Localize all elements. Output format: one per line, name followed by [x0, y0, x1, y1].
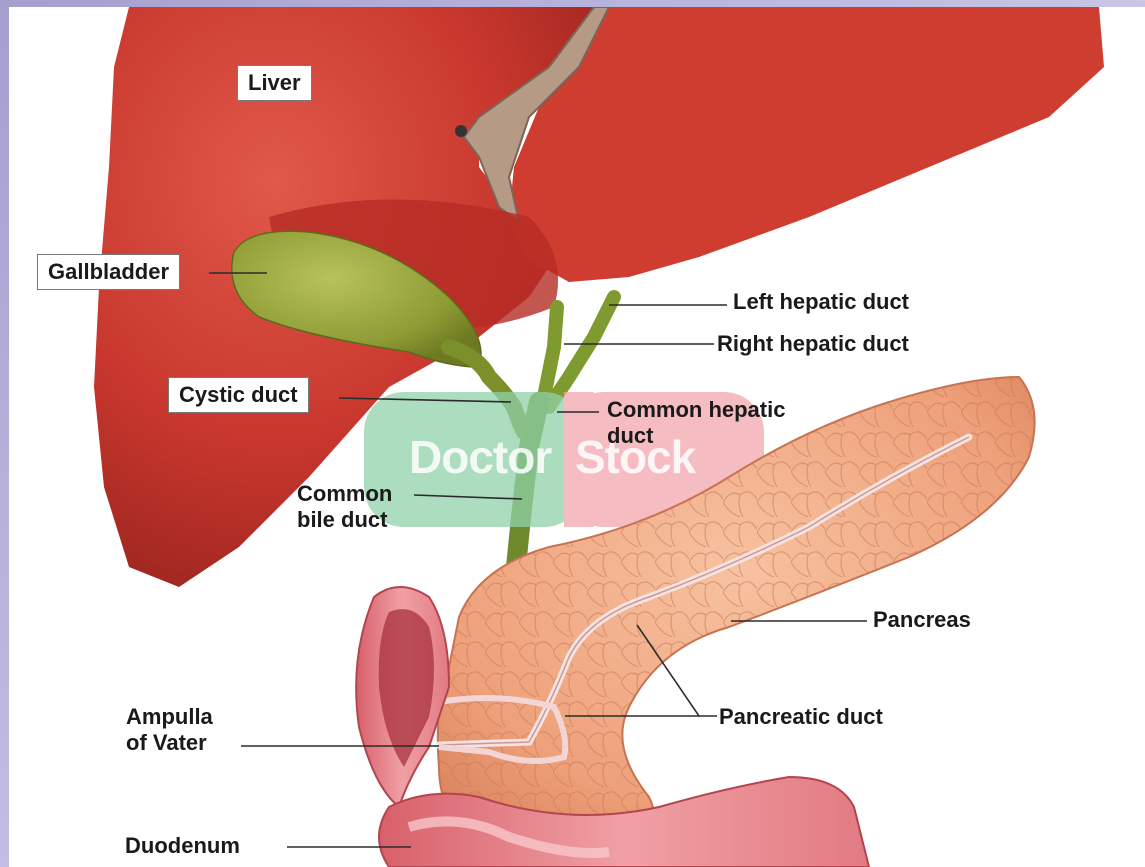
- liver-left-lobe: [509, 7, 1104, 282]
- label-pancreas: Pancreas: [873, 607, 971, 633]
- label-pancreatic-duct: Pancreatic duct: [719, 704, 883, 730]
- label-ampulla-of-vater-line2: of Vater: [126, 730, 213, 756]
- label-common-bile-duct-line1: Common: [297, 481, 392, 507]
- label-gallbladder: Gallbladder: [37, 254, 180, 290]
- label-cystic-duct: Cystic duct: [168, 377, 309, 413]
- label-right-hepatic-duct: Right hepatic duct: [717, 331, 909, 357]
- page-frame-left: [0, 0, 9, 867]
- watermark-text-left: Doctor: [409, 432, 551, 482]
- label-common-hepatic-duct-line2: duct: [607, 423, 785, 449]
- page-frame-top: [0, 0, 1145, 7]
- right-hepatic-duct-shape: [544, 307, 557, 397]
- label-duodenum: Duodenum: [125, 833, 240, 859]
- label-common-hepatic-duct-line1: Common hepatic: [607, 397, 785, 423]
- label-common-hepatic-duct: Common hepatic duct: [607, 397, 785, 449]
- diagram-canvas: Doctor Stock Liver Gallbladder Cystic du…: [9, 7, 1145, 867]
- label-common-bile-duct-line2: bile duct: [297, 507, 392, 533]
- label-left-hepatic-duct: Left hepatic duct: [733, 289, 909, 315]
- label-ampulla-of-vater: Ampulla of Vater: [126, 704, 213, 756]
- ligament-opening: [455, 125, 467, 137]
- label-common-bile-duct: Common bile duct: [297, 481, 392, 533]
- label-liver: Liver: [237, 65, 312, 101]
- label-ampulla-of-vater-line1: Ampulla: [126, 704, 213, 730]
